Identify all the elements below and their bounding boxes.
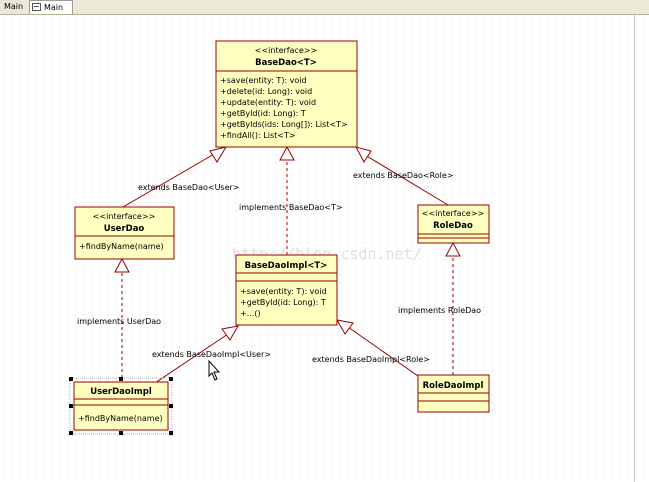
mouse-pointer-icon bbox=[208, 359, 221, 381]
resize-handle[interactable] bbox=[119, 377, 123, 381]
basedao-method: +delete(id: Long): void bbox=[220, 87, 312, 96]
resize-handle[interactable] bbox=[169, 404, 173, 408]
roledao-stereotype: <<interface>> bbox=[422, 209, 485, 218]
resize-handle[interactable] bbox=[169, 377, 173, 381]
basedao-stereotype: <<interface>> bbox=[255, 46, 318, 55]
class-roledao[interactable]: <<interface>> RoleDao bbox=[417, 204, 490, 244]
class-roledaoimpl[interactable]: RoleDaoImpl bbox=[417, 374, 490, 413]
basedao-method: +getByIds(ids: Long[]): List<T> bbox=[220, 120, 348, 129]
relation-userdaoimpl-extends-basedaoimpl[interactable] bbox=[154, 325, 239, 384]
relation-roledaoimpl-implements-roledao[interactable] bbox=[445, 241, 461, 375]
userdao-method: +findByName(name) bbox=[79, 242, 164, 251]
userdaoimpl-method: +findByName(name) bbox=[78, 414, 163, 423]
basedao-method: +update(entity: T): void bbox=[220, 98, 316, 107]
relation-roledao-extends-basedao[interactable] bbox=[355, 146, 449, 206]
label-roledaoimpl-implements: implements RoleDao bbox=[398, 306, 481, 315]
roledao-name: RoleDao bbox=[433, 221, 473, 231]
basedao-method: +findAll(): List<T> bbox=[220, 131, 296, 140]
label-roledaoimpl-extends: extends BaseDaoImpl<Role> bbox=[312, 355, 430, 364]
basedao-method: +getById(id: Long): T bbox=[220, 109, 306, 118]
class-basedao[interactable]: <<interface>> BaseDao<T> +save(entity: T… bbox=[215, 40, 358, 148]
tab-main-2-label: Main bbox=[44, 3, 64, 12]
basedaoimpl-method: +getById(id: Long): T bbox=[240, 298, 326, 307]
basedao-method: +save(entity: T): void bbox=[220, 76, 307, 85]
relation-userdaoimpl-implements-userdao[interactable] bbox=[114, 257, 130, 378]
roledaoimpl-name: RoleDaoImpl bbox=[423, 381, 484, 391]
label-basedaoimpl-implements: implements BaseDao<T> bbox=[239, 203, 343, 212]
label-userdaoimpl-implements: implements UserDao bbox=[77, 317, 161, 326]
userdaoimpl-name: UserDaoImpl bbox=[90, 387, 152, 397]
label-roledao-extends: extends BaseDao<Role> bbox=[353, 171, 454, 180]
resize-handle[interactable] bbox=[69, 431, 73, 435]
basedao-name: BaseDao<T> bbox=[255, 58, 317, 68]
class-userdao[interactable]: <<interface>> UserDao +findByName(name) bbox=[74, 206, 175, 260]
canvas-page-boundary bbox=[634, 15, 635, 482]
class-userdaoimpl[interactable]: UserDaoImpl +findByName(name) bbox=[69, 377, 173, 435]
class-basedaoimpl[interactable]: BaseDaoImpl<T> +save(entity: T): void +g… bbox=[235, 254, 338, 326]
resize-handle[interactable] bbox=[69, 404, 73, 408]
resize-handle[interactable] bbox=[169, 431, 173, 435]
basedaoimpl-name: BaseDaoImpl<T> bbox=[245, 261, 328, 271]
userdao-name: UserDao bbox=[104, 224, 145, 234]
editor-tab-bar: Main Main bbox=[0, 0, 649, 15]
resize-handle[interactable] bbox=[119, 431, 123, 435]
resize-handle[interactable] bbox=[69, 377, 73, 381]
relation-basedaoimpl-implements-basedao[interactable] bbox=[279, 145, 295, 255]
label-userdao-extends: extends BaseDao<User> bbox=[138, 183, 240, 192]
userdao-stereotype: <<interface>> bbox=[93, 212, 156, 221]
tab-main-1[interactable]: Main bbox=[4, 2, 24, 11]
class-diagram-icon bbox=[32, 3, 41, 11]
label-userdaoimpl-extends: extends BaseDaoImpl<User> bbox=[152, 350, 271, 359]
relation-userdao-extends-basedao[interactable] bbox=[122, 146, 228, 208]
tab-main-2[interactable]: Main bbox=[29, 0, 73, 14]
basedaoimpl-method: +save(entity: T): void bbox=[240, 287, 327, 296]
relation-roledaoimpl-extends-basedaoimpl[interactable] bbox=[336, 319, 419, 377]
basedaoimpl-method: +...() bbox=[240, 309, 261, 318]
